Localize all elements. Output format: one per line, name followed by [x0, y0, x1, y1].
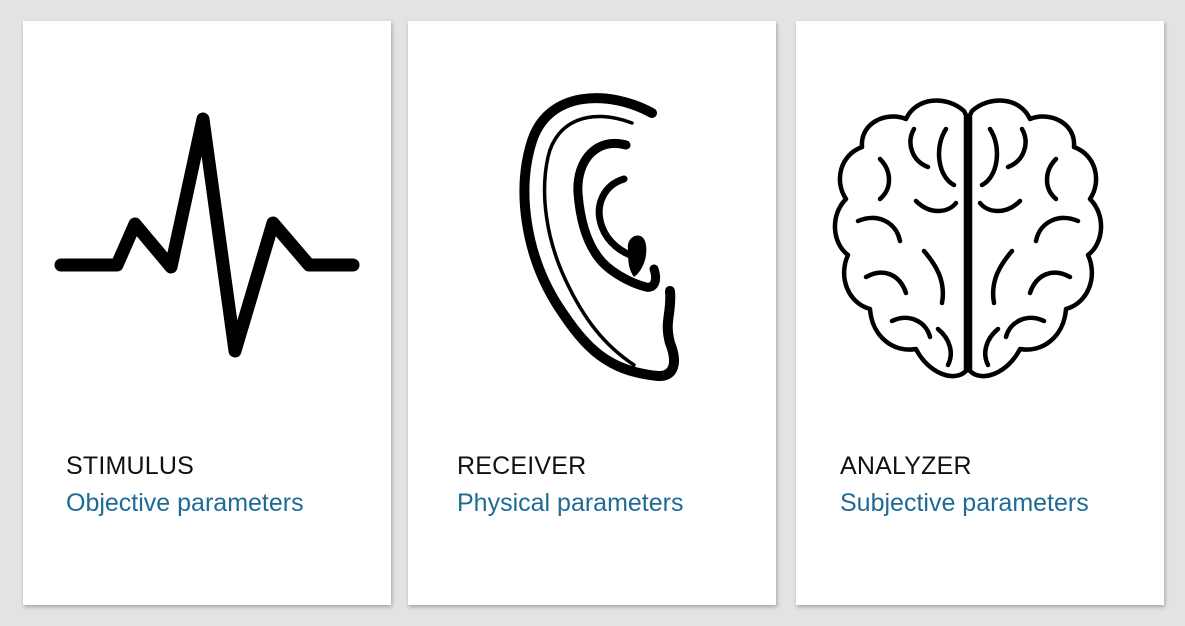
card-receiver: RECEIVER Physical parameters — [408, 21, 776, 605]
card-title: RECEIVER — [457, 452, 587, 480]
brain-icon — [832, 98, 1104, 379]
card-title: STIMULUS — [66, 452, 195, 480]
card-subtitle: Physical parameters — [457, 489, 684, 517]
card-analyzer: ANALYZER Subjective parameters — [796, 21, 1164, 605]
card-title: ANALYZER — [840, 452, 972, 480]
card-stimulus: STIMULUS Objective parameters — [23, 21, 391, 605]
ear-icon — [519, 93, 679, 381]
heartbeat-icon — [54, 112, 360, 358]
card-subtitle: Subjective parameters — [840, 489, 1089, 517]
card-subtitle: Objective parameters — [66, 489, 304, 517]
